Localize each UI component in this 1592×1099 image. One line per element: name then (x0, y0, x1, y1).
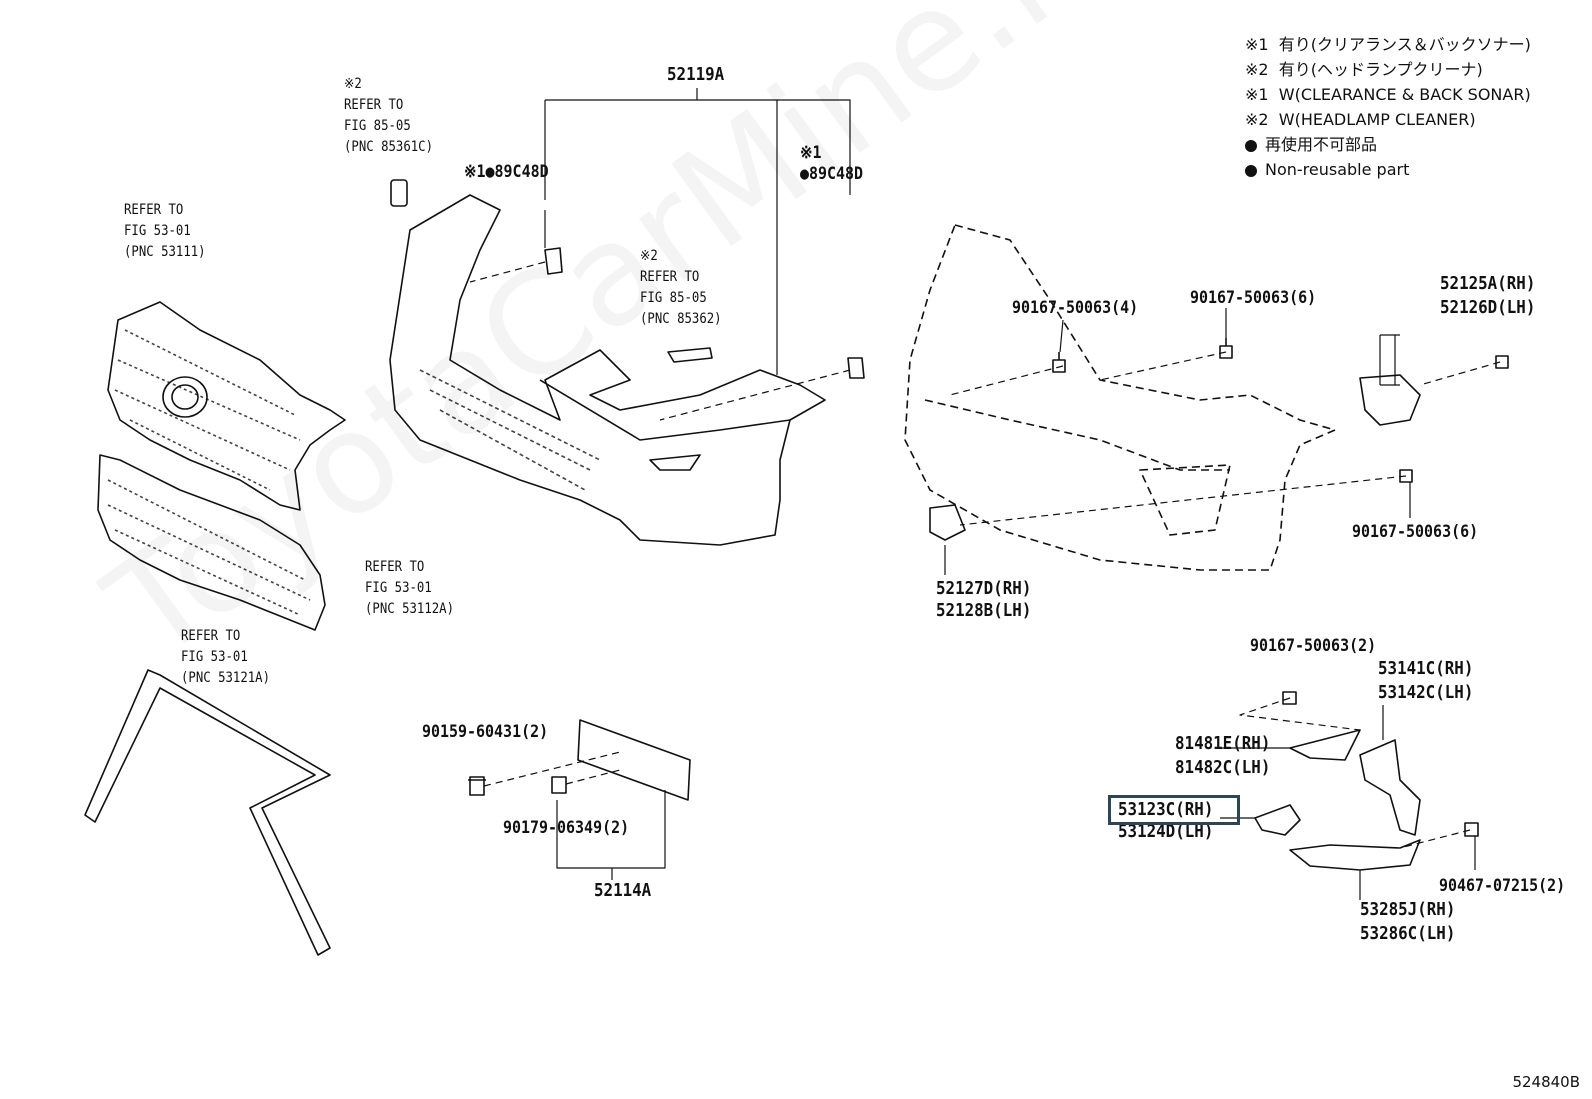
legend-line-4: ※2 W(HEADLAMP CLEANER) (1245, 110, 1476, 129)
bullet-icon (1245, 139, 1257, 152)
retainer-89c48d-right (847, 357, 865, 379)
note-refer-53111: REFER TO FIG 53-01 (PNC 53111) (124, 202, 206, 260)
part-label-90167-6b[interactable]: 90167-50063(6) (1352, 522, 1479, 542)
part-label-90159[interactable]: 90159-60431(2) (422, 722, 549, 742)
clip-90167-6a (1219, 338, 1233, 359)
part-53123c (1254, 804, 1301, 836)
highlight-box (1108, 795, 1240, 825)
grille-upper (107, 301, 346, 511)
part-label-52125a[interactable]: 52125A(RH) 52126D(LH) (1440, 273, 1536, 318)
part-label-90167-6a[interactable]: 90167-50063(6) (1190, 288, 1317, 308)
garnish-53285j (1289, 839, 1421, 871)
legend-line-1: ※1 有り(クリアランス＆バックソナー) (1245, 35, 1531, 54)
bumper-cover-left (389, 194, 826, 546)
part-label-53285j[interactable]: 53285J(RH) 53286C(LH) (1360, 899, 1456, 944)
part-label-52114a[interactable]: 52114A (594, 880, 652, 901)
part-label-52127d[interactable]: 52127D(RH) 52128B(LH) (936, 578, 1032, 621)
clip-90167-2 (1282, 691, 1297, 705)
legend-text-5: 再使用不可部品 (1265, 135, 1378, 154)
screw-52125a (1495, 355, 1509, 369)
legend: ※1 有り(クリアランス＆バックソナー) ※2 有り(ヘッドランプクリーナ) ※… (1245, 32, 1531, 182)
legend-line-6: Non-reusable part (1245, 157, 1531, 182)
note-refer-85361c: ※2 REFER TO FIG 85-05 (PNC 85361C) (344, 76, 434, 155)
bracket-52125a (1359, 374, 1421, 426)
nut-90179 (551, 776, 567, 794)
legend-line-5: 再使用不可部品 (1245, 132, 1531, 157)
clip-90167-4 (1052, 352, 1066, 373)
part-label-53141c[interactable]: 53141C(RH) 53142C(LH) (1378, 658, 1474, 703)
bolt-90159 (468, 776, 486, 796)
note-refer-53121a: REFER TO FIG 53-01 (PNC 53121A) (181, 628, 271, 686)
part-label-81481e[interactable]: 81481E(RH) 81482C(LH) (1175, 733, 1271, 778)
cover-53141c (1359, 739, 1421, 836)
diagram-id: 524840B (1512, 1073, 1580, 1091)
part-label-90167-4[interactable]: 90167-50063(4) (1012, 298, 1139, 318)
bullet-icon (1245, 164, 1257, 177)
part-52127d (929, 504, 966, 541)
grille-lower (97, 454, 326, 631)
note-refer-53112a: REFER TO FIG 53-01 (PNC 53112A) (365, 559, 455, 617)
legend-line-3: ※1 W(CLEARANCE & BACK SONAR) (1245, 85, 1531, 104)
note-refer-85362: ※2 REFER TO FIG 85-05 (PNC 85362) (640, 248, 722, 327)
moulding-81481e (1289, 729, 1361, 761)
part-label-89c48d-left[interactable]: ※1●89C48D (464, 162, 549, 182)
part-85361c (390, 179, 408, 207)
license-bracket-52114a (577, 719, 691, 801)
legend-line-2: ※2 有り(ヘッドランプクリーナ) (1245, 60, 1483, 79)
part-85362 (667, 347, 713, 363)
part-label-90167-2[interactable]: 90167-50063(2) (1250, 636, 1377, 656)
legend-text-6: Non-reusable part (1265, 160, 1410, 179)
clip-90167-6b (1399, 469, 1413, 483)
part-label-89c48d-right[interactable]: ※1 ●89C48D (800, 143, 864, 184)
part-label-90467[interactable]: 90467-07215(2) (1439, 876, 1566, 896)
part-label-53123c[interactable]: 53123C(RH) 53124D(LH) (1118, 799, 1214, 842)
retainer-89c48d-left (544, 247, 563, 275)
bumper-cover-right (904, 224, 1336, 571)
part-label-90179[interactable]: 90179-06349(2) (503, 818, 630, 838)
clip-90467 (1464, 822, 1479, 837)
part-label-52119a[interactable]: 52119A (667, 64, 725, 85)
grille-surround (84, 669, 331, 956)
